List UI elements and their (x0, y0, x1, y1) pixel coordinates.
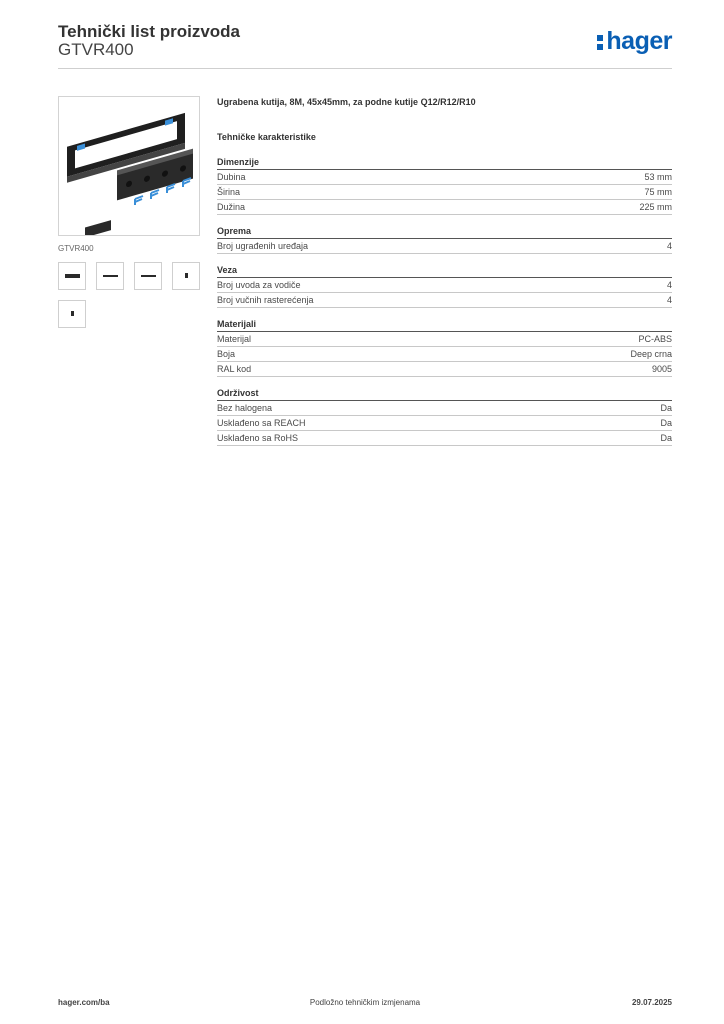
spec-label: Boja (217, 349, 236, 359)
page-footer: hager.com/ba Podložno tehničkim izmjenam… (58, 998, 672, 1010)
spec-value: Da (660, 433, 672, 443)
section-title: Tehničke karakteristike (217, 132, 316, 142)
spec-label: Usklađeno sa RoHS (217, 433, 299, 443)
spec-row: Broj ugrađenih uređaja 4 (217, 239, 672, 254)
spec-value: 4 (666, 241, 672, 251)
image-caption: GTVR400 (58, 244, 94, 253)
spec-row: Širina 75 mm (217, 185, 672, 200)
product-code: GTVR400 (58, 40, 134, 59)
spec-row: Usklađeno sa RoHS Da (217, 431, 672, 446)
spec-value: Deep crna (630, 349, 672, 359)
spec-group-materijali: Materijali Materijal PC-ABS Boja Deep crna… (217, 318, 672, 377)
spec-value: 4 (666, 295, 672, 305)
spec-label: Širina (217, 187, 241, 197)
spec-value: 225 mm (639, 202, 672, 212)
product-image[interactable] (58, 96, 200, 238)
spec-value: 53 mm (644, 172, 672, 182)
spec-value: 75 mm (644, 187, 672, 197)
spec-label: Broj vučnih rasterećenja (217, 295, 314, 305)
group-title: Dimenzije (217, 156, 672, 170)
group-title: Oprema (217, 225, 672, 239)
spec-group-veza: Veza Broj uvoda za vodiče 4 Broj vučnih r… (217, 264, 672, 308)
hager-logo[interactable]: hager (597, 27, 672, 56)
spec-value: 9005 (651, 364, 672, 374)
specification-panel: Ugrabena kutija, 8M, 45x45mm, za podne k… (217, 96, 672, 446)
spec-label: Materijal (217, 334, 252, 344)
group-title: Materijali (217, 318, 672, 332)
header-divider (58, 68, 672, 69)
spec-label: Broj ugrađenih uređaja (217, 241, 309, 251)
spec-label: Usklađeno sa REACH (217, 418, 306, 428)
footer-date: 29.07.2025 (631, 998, 672, 1007)
spec-row: Broj vučnih rasterećenja 4 (217, 293, 672, 308)
spec-row: Materijal PC-ABS (217, 332, 672, 347)
thumbnail-3[interactable] (134, 262, 162, 290)
logo-colon-icon (597, 31, 604, 50)
spec-group-oprema: Oprema Broj ugrađenih uređaja 4 (217, 225, 672, 254)
product-illustration (67, 112, 193, 238)
page-header: Tehnički list proizvoda GTVR400 hager (58, 20, 672, 68)
spec-value: 4 (666, 280, 672, 290)
dot-icon (185, 273, 188, 278)
spec-row: Broj uvoda za vodiče 4 (217, 278, 672, 293)
document-title: Tehnički list proizvoda (58, 22, 240, 41)
spec-label: Broj uvoda za vodiče (217, 280, 301, 290)
spec-label: Bez halogena (217, 403, 273, 413)
spec-row: Usklađeno sa REACH Da (217, 416, 672, 431)
spec-row: RAL kod 9005 (217, 362, 672, 377)
group-title: Veza (217, 264, 672, 278)
spec-value: Da (660, 418, 672, 428)
footer-notice: Podložno tehničkim izmjenama (309, 998, 421, 1007)
bar-icon (141, 275, 156, 277)
spec-label: Dužina (217, 202, 246, 212)
logo-text: hager (606, 27, 672, 55)
spec-group-dimenzije: Dimenzije Dubina 53 mm Širina 75 mm Dužina… (217, 156, 672, 215)
spec-label: Dubina (217, 172, 246, 182)
spec-row: Bez halogena Da (217, 401, 672, 416)
thumbnail-1[interactable] (58, 262, 86, 290)
spec-value: PC-ABS (638, 334, 672, 344)
wide-bar-icon (65, 274, 80, 278)
footer-website-link[interactable]: hager.com/ba (58, 998, 110, 1007)
spec-row: Dubina 53 mm (217, 170, 672, 185)
thumbnail-4[interactable] (172, 262, 200, 290)
spec-row: Dužina 225 mm (217, 200, 672, 215)
product-description: Ugrabena kutija, 8M, 45x45mm, za podne k… (217, 97, 476, 107)
thumbnail-2[interactable] (96, 262, 124, 290)
thumbnail-5[interactable] (58, 300, 86, 328)
bar-icon (103, 275, 118, 277)
group-title: Održivost (217, 387, 672, 401)
spec-label: RAL kod (217, 364, 252, 374)
spec-row: Boja Deep crna (217, 347, 672, 362)
dot-icon (71, 311, 74, 316)
spec-value: Da (660, 403, 672, 413)
